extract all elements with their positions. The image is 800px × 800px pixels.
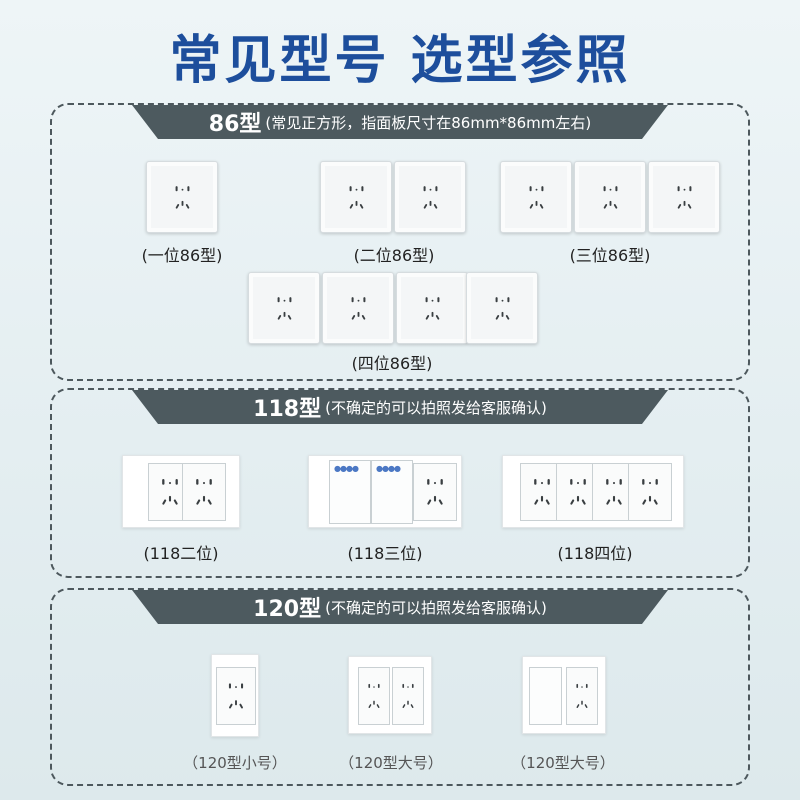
outlet-holes-icon <box>349 185 363 209</box>
socket-86-double-1 <box>320 161 392 233</box>
socket-86-quad-3 <box>396 272 468 344</box>
indicator-dots-icon: ●●●● <box>334 464 359 473</box>
page-title: 常见型号 选型参照 <box>169 31 631 91</box>
section-118-header: 118型 (不确定的可以拍照发给客服确认) <box>132 390 668 424</box>
caption-118-two: (118二位) <box>143 544 219 563</box>
outlet-holes-icon <box>425 296 439 320</box>
outlet-holes-icon <box>603 185 617 209</box>
outlet-holes-icon <box>529 185 543 209</box>
caption-86-one: (一位86型) <box>141 246 223 265</box>
socket-118-two <box>122 455 240 528</box>
outlet-holes-icon <box>576 683 588 708</box>
section-120-subtitle: (不确定的可以拍照发给客服确认) <box>325 598 547 617</box>
indicator-dots-icon: ●●●● <box>376 464 401 473</box>
caption-120-large-2: （120型大号） <box>511 754 615 772</box>
socket-86-quad-2 <box>322 272 394 344</box>
section-118: 118型 (不确定的可以拍照发给客服确认) <box>50 388 750 578</box>
section-120-header: 120型 (不确定的可以拍照发给客服确认) <box>132 590 668 624</box>
outlet-holes-icon <box>368 683 380 708</box>
outlet-holes-icon <box>175 185 189 209</box>
outlet-holes-icon <box>196 479 212 505</box>
caption-86-four: (四位86型) <box>351 354 433 373</box>
section-86-title: 86型 <box>208 112 262 137</box>
outlet-holes-icon <box>162 479 178 505</box>
socket-120-small-module <box>216 667 256 725</box>
caption-86-three: (三位86型) <box>569 246 651 265</box>
section-86-subtitle: (常见正方形，指面板尺寸在86mm*86mm左右) <box>265 113 592 132</box>
socket-86-quad-1 <box>248 272 320 344</box>
socket-120-large-double <box>348 656 432 734</box>
switch-118-button-2: ●●●● <box>371 460 413 524</box>
caption-118-three: (118三位) <box>347 544 423 563</box>
section-120: 120型 (不确定的可以拍照发给客服确认) <box>50 588 750 786</box>
section-86-header: 86型 (常见正方形，指面板尺寸在86mm*86mm左右) <box>132 105 668 139</box>
socket-86-quad-4 <box>466 272 538 344</box>
outlet-holes-icon <box>427 479 443 505</box>
outlet-holes-icon <box>606 479 622 505</box>
socket-86-triple-2 <box>574 161 646 233</box>
outlet-holes-icon <box>495 296 509 320</box>
outlet-holes-icon <box>402 683 414 708</box>
socket-86-single <box>146 161 218 233</box>
socket-118-four <box>502 455 684 528</box>
switch-120-button <box>529 667 562 725</box>
socket-118-three: ●●●● ●●●● <box>308 455 462 528</box>
socket-86-triple-3 <box>648 161 720 233</box>
socket-118-two-module-2 <box>182 463 226 521</box>
outlet-holes-icon <box>351 296 365 320</box>
outlet-holes-icon <box>423 185 437 209</box>
socket-120-large-switch-module <box>566 667 598 725</box>
outlet-holes-icon <box>642 479 658 505</box>
socket-120-large-module-2 <box>392 667 424 725</box>
outlet-holes-icon <box>228 683 244 709</box>
section-118-subtitle: (不确定的可以拍照发给客服确认) <box>325 398 547 417</box>
socket-120-small <box>211 654 259 737</box>
caption-120-small: （120型小号） <box>183 754 287 772</box>
socket-120-large-module-1 <box>358 667 390 725</box>
caption-118-four: (118四位) <box>557 544 633 563</box>
outlet-holes-icon <box>534 479 550 505</box>
switch-118-button-1: ●●●● <box>329 460 371 524</box>
section-86: 86型 (常见正方形，指面板尺寸在86mm*86mm左右) <box>50 103 750 381</box>
outlet-holes-icon <box>677 185 691 209</box>
socket-86-double-2 <box>394 161 466 233</box>
socket-120-large-switch <box>522 656 606 734</box>
outlet-holes-icon <box>277 296 291 320</box>
socket-86-triple-1 <box>500 161 572 233</box>
section-118-title: 118型 <box>253 397 322 422</box>
caption-86-two: (二位86型) <box>353 246 435 265</box>
socket-118-three-module <box>413 463 457 521</box>
caption-120-large-1: （120型大号） <box>339 754 443 772</box>
section-120-title: 120型 <box>253 597 322 622</box>
outlet-holes-icon <box>570 479 586 505</box>
socket-118-four-module-4 <box>628 463 672 521</box>
